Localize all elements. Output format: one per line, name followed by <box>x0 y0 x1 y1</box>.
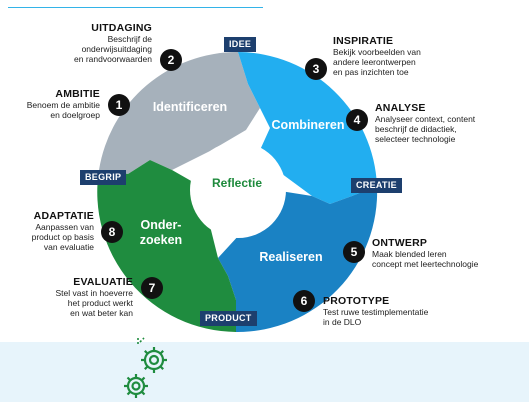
step-ontwerp: ONTWERP Maak blended leren concept met l… <box>372 237 512 269</box>
step-number-5: 5 <box>343 241 365 263</box>
tag-idee: IDEE <box>224 37 257 52</box>
step-title: ADAPTATIE <box>33 210 94 222</box>
step-desc-line: Bekijk voorbeelden van <box>333 47 421 57</box>
step-desc-line: Aanpassen van <box>35 222 94 232</box>
step-number-8: 8 <box>101 221 123 243</box>
step-title: ONTWERP <box>372 237 428 249</box>
step-uitdaging: UITDAGING Beschrijf de onderwijsuitdagin… <box>40 22 152 64</box>
step-desc-line: concept met leertechnologie <box>372 259 479 269</box>
step-desc-line: en randvoorwaarden <box>74 54 152 64</box>
top-divider <box>8 7 263 8</box>
step-number-3: 3 <box>305 58 327 80</box>
step-ambitie: AMBITIE Benoem de ambitie en doelgroep <box>0 88 100 120</box>
gears-icon <box>124 337 167 398</box>
segment-label-combineren: Combineren <box>271 118 345 132</box>
step-desc-line: en doelgroep <box>50 110 100 120</box>
step-desc-line: andere leerontwerpen <box>333 57 416 67</box>
segment-label-onderzoeken-line1: Onder- <box>140 218 182 232</box>
step-desc-line: product op basis <box>31 232 94 242</box>
step-desc-line: en pas inzichten toe <box>333 67 409 77</box>
segment-label-onderzoeken-line2: zoeken <box>139 233 183 247</box>
step-title: AMBITIE <box>55 88 100 100</box>
step-title: ANALYSE <box>375 102 426 114</box>
step-desc-line: onderwijsuitdaging <box>81 44 152 54</box>
step-desc-line: Maak blended leren <box>372 249 447 259</box>
step-title: INSPIRATIE <box>333 35 394 47</box>
step-desc-line: Stel vast in hoeverre <box>55 288 133 298</box>
step-number-7: 7 <box>141 277 163 299</box>
step-desc-line: het product werkt <box>67 298 133 308</box>
step-desc-line: en wat beter kan <box>70 308 133 318</box>
step-desc-line: selecteer technologie <box>375 134 456 144</box>
step-analyse: ANALYSE Analyseer context, content besch… <box>375 102 515 144</box>
step-title: UITDAGING <box>91 22 152 34</box>
step-adaptatie: ADAPTATIE Aanpassen van product op basis… <box>0 210 94 252</box>
segment-label-identificeren: Identificeren <box>152 100 228 114</box>
step-prototype: PROTOTYPE Test ruwe testimplementatie in… <box>323 295 468 327</box>
step-desc-line: van evaluatie <box>43 242 94 252</box>
step-title: PROTOTYPE <box>323 295 390 307</box>
center-circle <box>190 142 286 238</box>
step-desc-line: Beschrijf de <box>107 34 152 44</box>
center-label: Reflectie <box>211 176 263 190</box>
tag-begrip: BEGRIP <box>80 170 127 185</box>
step-evaluatie: EVALUATIE Stel vast in hoeverre het prod… <box>30 276 133 318</box>
step-number-1: 1 <box>108 94 130 116</box>
step-number-4: 4 <box>346 109 368 131</box>
step-number-2: 2 <box>160 49 182 71</box>
step-title: EVALUATIE <box>73 276 133 288</box>
step-desc-line: beschrijf de didactiek, <box>375 124 457 134</box>
segment-identificeren <box>99 51 260 175</box>
step-desc-line: Benoem de ambitie <box>26 100 100 110</box>
segment-label-onderzoeken: Onder- zoeken <box>126 218 196 248</box>
step-desc-line: in de DLO <box>323 317 362 327</box>
step-inspiratie: INSPIRATIE Bekijk voorbeelden van andere… <box>333 35 463 77</box>
tag-product: PRODUCT <box>200 311 257 326</box>
bottom-band <box>0 342 529 402</box>
segment-label-realiseren: Realiseren <box>259 250 323 264</box>
step-desc-line: Test ruwe testimplementatie <box>323 307 429 317</box>
step-number-6: 6 <box>293 290 315 312</box>
step-desc-line: Analyseer context, content <box>375 114 476 124</box>
tag-creatie: CREATIE <box>351 178 402 193</box>
